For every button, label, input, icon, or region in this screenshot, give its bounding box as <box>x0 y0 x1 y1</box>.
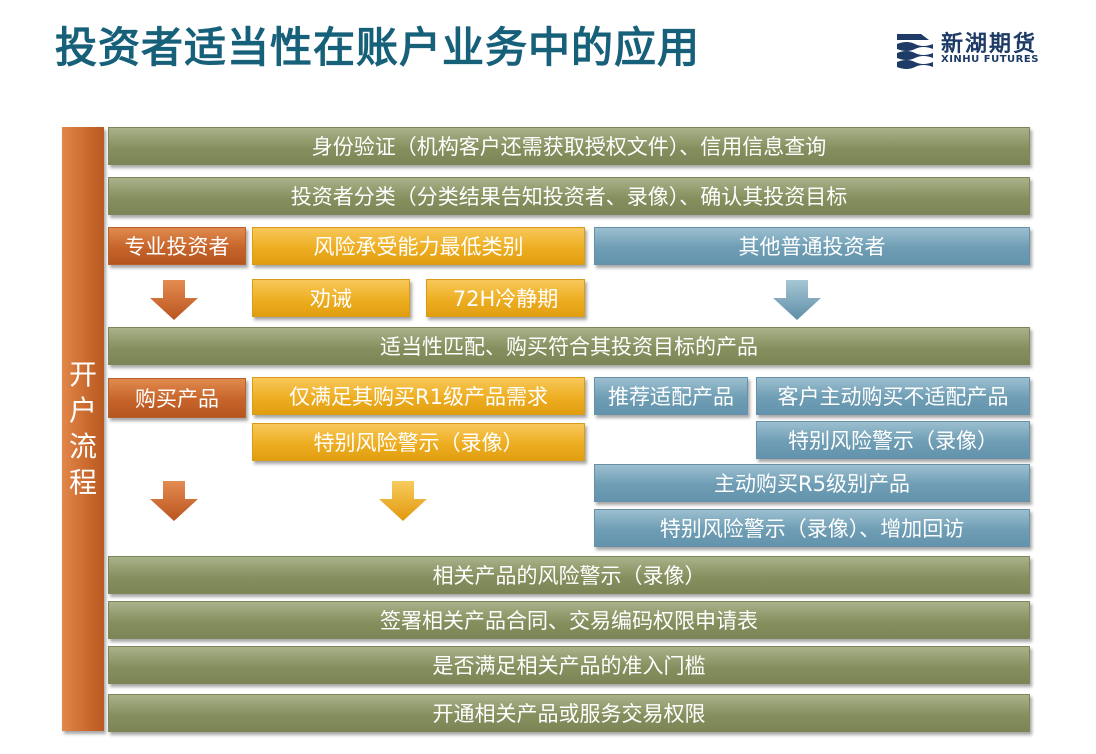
step-ordinary-warning: 特别风险警示（录像） <box>756 421 1030 459</box>
step-risk-warning: 相关产品的风险警示（录像） <box>108 556 1030 594</box>
logo-name-en: XINHU FUTURES <box>941 54 1039 65</box>
sidebar-label: 开户流程 <box>68 358 97 499</box>
down-arrow-icon <box>773 280 821 320</box>
step-self-buy: 客户主动购买不适配产品 <box>756 377 1030 415</box>
step-identity: 身份验证（机构客户还需获取授权文件）、信用信息查询 <box>108 127 1030 165</box>
company-logo: 新湖期货 XINHU FUTURES <box>893 26 1053 74</box>
down-arrow-icon <box>150 481 198 521</box>
step-professional-buy: 购买产品 <box>108 378 246 418</box>
sidebar-process-label: 开户流程 <box>62 127 104 731</box>
wave-logo-icon <box>897 34 933 69</box>
step-buy-r5: 主动购买R5级别产品 <box>594 464 1030 502</box>
step-match: 适当性匹配、购买符合其投资目标的产品 <box>108 327 1030 365</box>
branch-ordinary: 其他普通投资者 <box>594 227 1030 265</box>
step-warning-visit: 特别风险警示（录像）、增加回访 <box>594 509 1030 547</box>
page-title: 投资者适当性在账户业务中的应用 <box>55 23 701 72</box>
step-buy-r1: 仅满足其购买R1级产品需求 <box>252 377 585 415</box>
branch-lowest-risk: 风险承受能力最低类别 <box>252 227 585 265</box>
branch-professional: 专业投资者 <box>108 227 246 265</box>
step-cooling-period: 72H冷静期 <box>426 279 585 317</box>
step-advise: 劝诫 <box>252 279 410 317</box>
step-sign-contract: 签署相关产品合同、交易编码权限申请表 <box>108 601 1030 639</box>
down-arrow-icon <box>150 280 198 320</box>
logo-name-cn: 新湖期货 <box>941 32 1038 57</box>
step-lowest-warning: 特别风险警示（录像） <box>252 423 585 461</box>
step-recommend: 推荐适配产品 <box>594 377 748 415</box>
step-open-permission: 开通相关产品或服务交易权限 <box>108 694 1030 732</box>
step-access-threshold: 是否满足相关产品的准入门槛 <box>108 646 1030 684</box>
step-classify: 投资者分类（分类结果告知投资者、录像）、确认其投资目标 <box>108 177 1030 215</box>
down-arrow-icon <box>379 481 427 521</box>
